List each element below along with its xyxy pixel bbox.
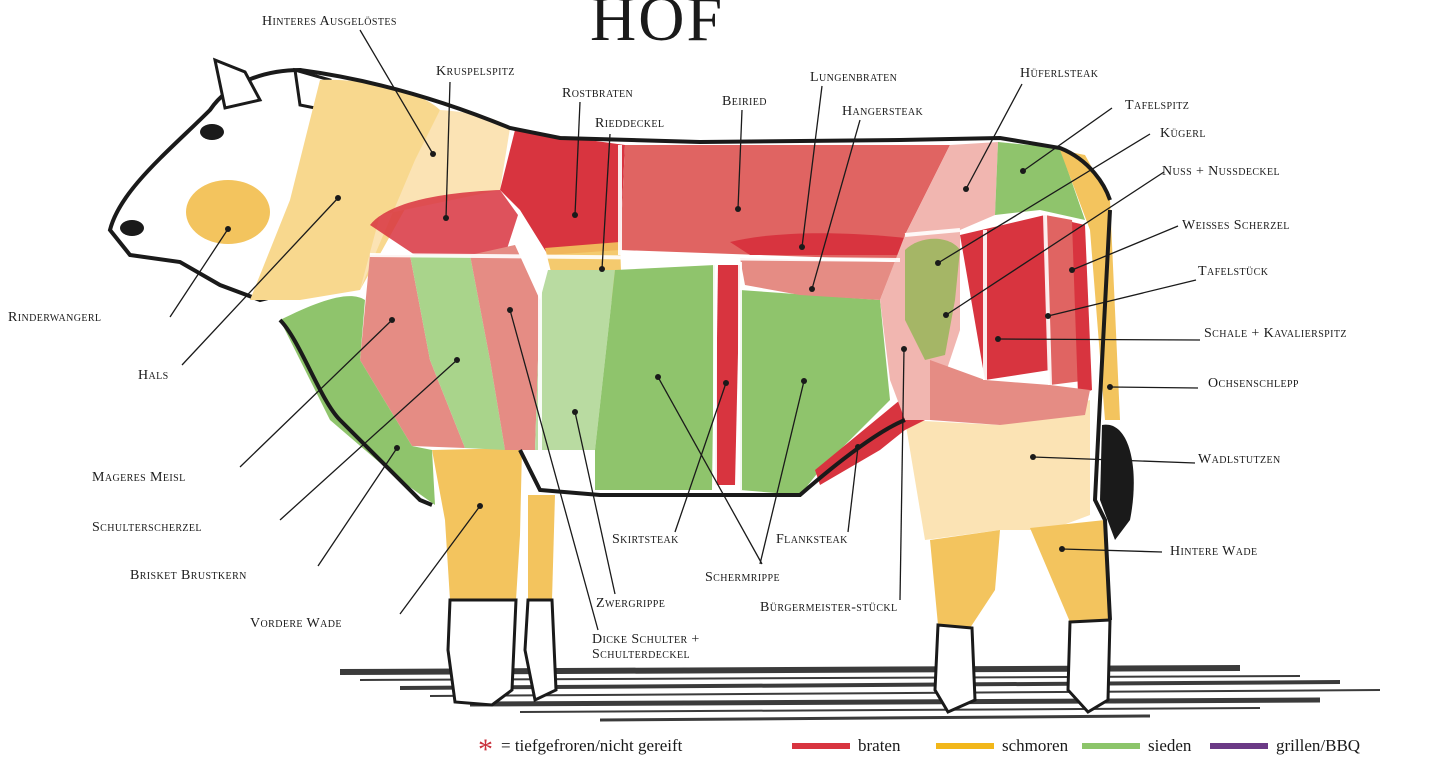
legend-item-braten: braten bbox=[792, 734, 900, 758]
label-nuss: Nuss + Nussdeckel bbox=[1162, 164, 1280, 179]
label-rinderwangerl: Rinderwangerl bbox=[8, 310, 101, 325]
label-buergermeister: Bürgermeister-stückl bbox=[760, 600, 930, 615]
legend-label: grillen/BBQ bbox=[1276, 736, 1360, 756]
label-schermrippe: Schermrippe bbox=[705, 570, 780, 585]
label-vordere-wade: Vordere Wade bbox=[250, 616, 342, 631]
front-hooves bbox=[448, 600, 556, 705]
label-beiried: Beiried bbox=[722, 94, 767, 109]
legend-label: sieden bbox=[1148, 736, 1191, 756]
legend-item-schmoren: schmoren bbox=[936, 734, 1068, 758]
cut-flanksteak bbox=[740, 290, 890, 495]
label-skirtsteak: Skirtsteak bbox=[612, 532, 679, 547]
asterisk-icon: * bbox=[478, 740, 493, 760]
label-hintere-wade: Hintere Wade bbox=[1170, 544, 1257, 559]
cut-vordere-wade bbox=[432, 448, 522, 600]
cut-schermrippe bbox=[595, 265, 715, 490]
label-hals: Hals bbox=[138, 368, 169, 383]
label-ochsenschlepp: Ochsenschlepp bbox=[1208, 376, 1299, 391]
label-schale: Schale + Kavalierspitz bbox=[1204, 326, 1354, 341]
label-rostbraten: Rostbraten bbox=[562, 86, 633, 101]
swatch-sieden bbox=[1082, 743, 1140, 749]
legend-note: * = tiefgefroren/nicht gereift bbox=[478, 734, 682, 758]
eye bbox=[200, 124, 224, 140]
label-kruspelspitz: Kruspelspitz bbox=[436, 64, 515, 79]
label-tafelstueck: Tafelstück bbox=[1198, 264, 1268, 279]
legend-item-grillen: grillen/BBQ bbox=[1210, 734, 1360, 758]
legend-note-text: = tiefgefroren/nicht gereift bbox=[501, 736, 682, 756]
cut-rinderwangerl bbox=[186, 180, 270, 244]
nostril bbox=[120, 220, 144, 236]
label-hangersteak: Hangersteak bbox=[842, 104, 923, 119]
label-kuegerl: Kügerl bbox=[1160, 126, 1206, 141]
cut-hind-wade-front bbox=[930, 530, 1000, 628]
label-mageres-meisl: Mageres Meisl bbox=[92, 470, 186, 485]
label-flanksteak: Flanksteak bbox=[776, 532, 848, 547]
legend-label: braten bbox=[858, 736, 900, 756]
label-hueferlsteak: Hüferlsteak bbox=[1020, 66, 1098, 81]
label-schulterscherzel: Schulterscherzel bbox=[92, 520, 202, 535]
legend-item-sieden: sieden bbox=[1082, 734, 1191, 758]
swatch-schmoren bbox=[936, 743, 994, 749]
cut-skirtsteak bbox=[715, 265, 740, 485]
label-zwergrippe: Zwergrippe bbox=[596, 596, 665, 611]
swatch-braten bbox=[792, 743, 850, 749]
label-weisses-scherzel: Weißes Scherzel bbox=[1182, 218, 1290, 233]
label-wadlstutzen: Wadlstutzen bbox=[1198, 452, 1281, 467]
label-lungenbraten: Lungenbraten bbox=[810, 70, 897, 85]
label-brisket: Brisket Brustkern bbox=[130, 568, 247, 583]
cut-hintere-wade bbox=[1030, 520, 1110, 622]
label-hinteres-ausgeloestes: Hinteres Ausgelöstes bbox=[262, 14, 397, 29]
legend-label: schmoren bbox=[1002, 736, 1068, 756]
label-rieddeckel: Rieddeckel bbox=[595, 116, 664, 131]
label-tafelspitz: Tafelspitz bbox=[1125, 98, 1189, 113]
swatch-grillen bbox=[1210, 743, 1268, 749]
front-leg-back bbox=[528, 495, 555, 600]
label-dicke-schulter: Dicke Schulter + Schulterdeckel bbox=[592, 632, 772, 662]
